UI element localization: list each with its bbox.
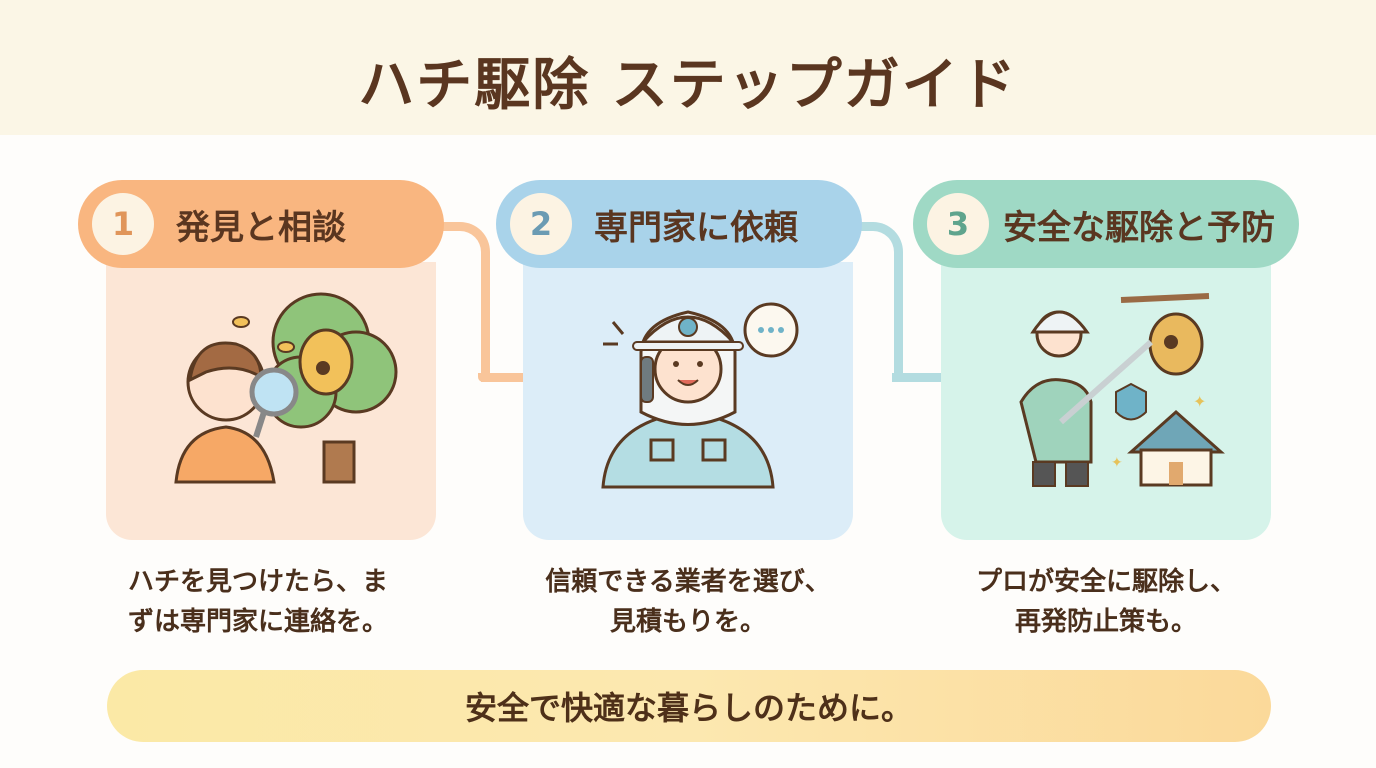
svg-text:✦: ✦ xyxy=(1193,392,1206,411)
header-band: ハチ駆除 ステップガイド xyxy=(0,0,1376,135)
connector-2-3 xyxy=(848,222,903,382)
step-2-description: 信頼できる業者を選び、 見積もりを。 xyxy=(545,567,831,637)
step-1-label: 発見と相談 xyxy=(176,207,346,248)
step-3-description: プロが安全に駆除し、 再発防止策も。 xyxy=(975,567,1236,637)
step-1-number: 1 xyxy=(92,193,154,255)
step-3-header: 3 安全な駆除と予防 xyxy=(913,180,1299,268)
step-2-panel xyxy=(523,262,853,540)
step-2-label: 専門家に依頼 xyxy=(594,207,798,248)
step-1-panel xyxy=(106,262,436,540)
svg-text:✦: ✦ xyxy=(1111,455,1123,471)
footer-message: 安全で快適な暮らしのために。 xyxy=(464,689,913,727)
connector-2-3-tail xyxy=(892,373,942,382)
connector-1-2-tail xyxy=(478,373,523,382)
specialist-phone-icon xyxy=(601,302,799,489)
step-3-number: 3 xyxy=(927,193,989,255)
worker-nest-house-icon: ✦ ✦ xyxy=(1019,293,1225,487)
page-title: ハチ駆除 ステップガイド xyxy=(358,53,1018,118)
connector-1-2 xyxy=(430,222,490,382)
footer-banner: 安全で快適な暮らしのために。 xyxy=(107,670,1271,742)
child-magnifier-beehive-icon xyxy=(174,292,398,484)
step-3-label: 安全な駆除と予防 xyxy=(1003,207,1275,248)
step-2-number: 2 xyxy=(510,193,572,255)
step-1-description: ハチを見つけたら、ま ずは専門家に連絡を。 xyxy=(128,567,389,637)
step-3-panel: ✦ ✦ xyxy=(941,262,1271,540)
step-1-header: 1 発見と相談 xyxy=(78,180,444,268)
step-2-header: 2 専門家に依頼 xyxy=(496,180,862,268)
